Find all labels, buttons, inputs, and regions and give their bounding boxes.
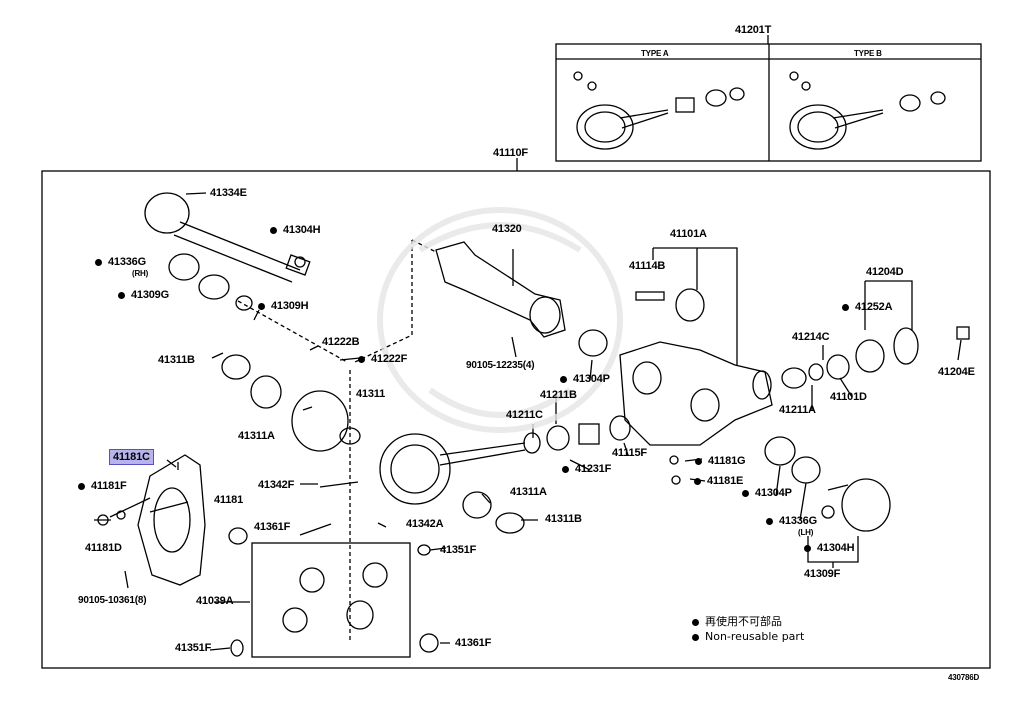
part-41334e[interactable]: 41334E xyxy=(210,187,247,199)
part-41342a[interactable]: 41342A xyxy=(406,518,444,530)
kit-b-ring-gear xyxy=(789,71,946,150)
part-41304h[interactable]: 41304H xyxy=(270,224,321,236)
part-41211a[interactable]: 41211A xyxy=(779,404,816,416)
type-a-header: TYPE A xyxy=(641,49,669,58)
assembly-frame xyxy=(41,170,991,669)
part-41342f[interactable]: 41342F xyxy=(258,479,295,491)
part-41361f[interactable]: 41361F xyxy=(254,521,291,533)
part-41222b[interactable]: 41222B xyxy=(322,336,360,348)
type-b-header: TYPE B xyxy=(854,49,882,58)
part-41309f[interactable]: 41309F xyxy=(804,568,841,580)
part-90105-10361[interactable]: 90105-10361(8) xyxy=(78,595,147,606)
watermark-logo xyxy=(377,207,623,433)
part-41311a-bottom[interactable]: 41311A xyxy=(510,486,547,498)
legend-en: Non-reusable part xyxy=(692,630,804,643)
part-41181c-highlighted[interactable]: 41181C xyxy=(109,449,154,465)
part-41336g-lh-side: (LH) xyxy=(798,528,814,537)
seal-41311b xyxy=(221,354,251,380)
part-41101a[interactable]: 41101A xyxy=(670,228,707,240)
seal-41309h xyxy=(235,295,253,311)
part-41351f-bottom[interactable]: 41351F xyxy=(175,642,212,654)
part-41181[interactable]: 41181 xyxy=(214,494,243,506)
part-41181d[interactable]: 41181D xyxy=(85,542,122,554)
part-41181g[interactable]: 41181G xyxy=(695,455,746,467)
part-41320[interactable]: 41320 xyxy=(492,223,522,235)
part-41304h-bottom[interactable]: 41304H xyxy=(804,542,855,554)
diagram-id: 430786D xyxy=(948,673,980,682)
part-41101d[interactable]: 41101D xyxy=(830,391,867,403)
part-41204d[interactable]: 41204D xyxy=(866,266,904,278)
part-41351f[interactable]: 41351F xyxy=(440,544,477,556)
part-41114b[interactable]: 41114B xyxy=(629,260,666,272)
part-41336g-side: (RH) xyxy=(132,269,149,278)
part-41222f[interactable]: 41222F xyxy=(358,353,407,365)
part-41309g[interactable]: 41309G xyxy=(118,289,169,301)
kit-a-ring-gear xyxy=(573,71,745,150)
diff-case-41311 xyxy=(291,390,349,452)
ring-gear-pinion xyxy=(379,433,526,505)
part-41311a[interactable]: 41311A xyxy=(238,430,275,442)
part-41214c[interactable]: 41214C xyxy=(792,331,830,343)
part-41252a[interactable]: 41252A xyxy=(842,301,893,313)
part-41311b[interactable]: 41311B xyxy=(158,354,195,366)
kit-label: 41201T xyxy=(735,24,772,36)
part-41039a[interactable]: 41039A xyxy=(196,595,234,607)
axle-tube-41320 xyxy=(435,241,566,338)
part-41361f-bottom[interactable]: 41361F xyxy=(455,637,492,649)
differential-cover xyxy=(137,454,206,586)
bearing-41311a xyxy=(250,375,282,409)
bearing-41336g xyxy=(168,253,200,281)
part-41115f[interactable]: 41115F xyxy=(612,447,647,459)
assembly-label: 41110F xyxy=(493,147,528,159)
axle-shaft-rh xyxy=(144,192,311,283)
pinion-gear-group xyxy=(251,542,411,658)
part-41311[interactable]: 41311 xyxy=(356,388,385,400)
bearing-41309g xyxy=(198,274,230,300)
part-41211c[interactable]: 41211C xyxy=(506,409,543,421)
bearing-cap xyxy=(675,288,705,322)
part-90105-12235[interactable]: 90105-12235(4) xyxy=(466,360,535,371)
part-41204e[interactable]: 41204E xyxy=(938,366,975,378)
part-41311b-bottom[interactable]: 41311B xyxy=(545,513,582,525)
part-41309h[interactable]: 41309H xyxy=(258,300,309,312)
part-41304p-right[interactable]: 41304P xyxy=(742,487,792,499)
differential-carrier xyxy=(619,341,773,446)
part-41181e[interactable]: 41181E xyxy=(694,475,743,487)
part-41211b[interactable]: 41211B xyxy=(540,389,577,401)
part-41336g[interactable]: 41336G xyxy=(95,256,146,268)
part-41231f[interactable]: 41231F xyxy=(562,463,611,475)
part-41181f[interactable]: 41181F xyxy=(78,480,127,492)
part-41336g-lh[interactable]: 41336G xyxy=(766,515,817,527)
legend-jp: 再使用不可部品 xyxy=(692,613,782,629)
part-41304p[interactable]: 41304P xyxy=(560,373,610,385)
